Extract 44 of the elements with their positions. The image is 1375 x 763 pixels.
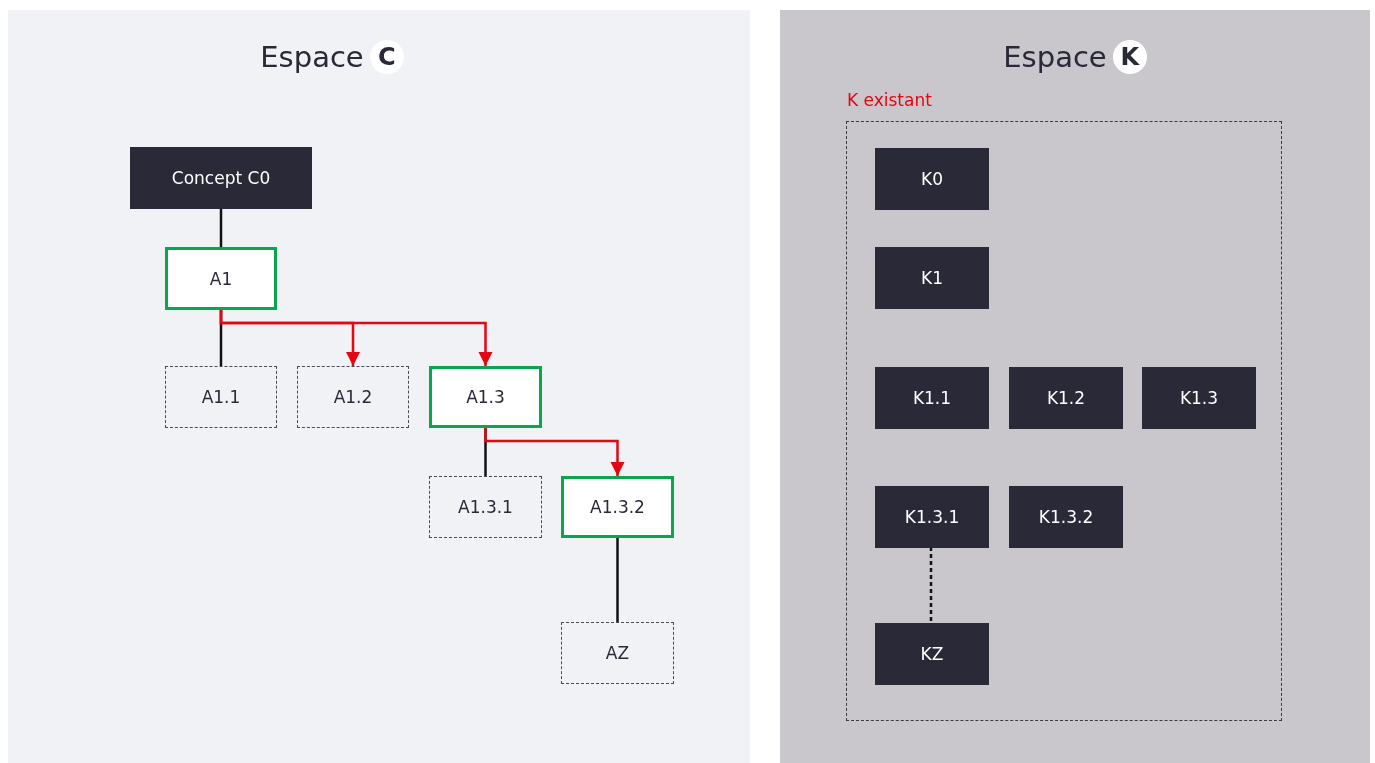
letter-badge: C	[369, 40, 404, 74]
node-label: K1.2	[1046, 388, 1086, 408]
connector-line	[219, 209, 223, 247]
node-label: AZ	[605, 643, 630, 663]
node-label: A1.2	[333, 387, 373, 407]
group-label: K existant	[847, 90, 932, 110]
connector-line	[929, 547, 933, 622]
knowledge-box	[875, 486, 989, 548]
arrow	[484, 428, 625, 476]
concept-box	[165, 247, 277, 310]
node-label: A1.3.2	[590, 497, 645, 517]
node-label: KZ	[920, 644, 944, 664]
node-label: Concept C0	[171, 168, 271, 188]
node-label: A1	[209, 268, 233, 289]
knowledge-box	[875, 247, 989, 309]
knowledge-box	[1009, 367, 1123, 429]
arrow	[219, 310, 493, 366]
letter-badge: K	[1112, 40, 1147, 74]
knowledge-box	[1142, 367, 1256, 429]
concept-box	[297, 366, 409, 428]
concept-box	[561, 476, 674, 538]
connector-line	[616, 538, 619, 622]
node-label: K1.3	[1179, 388, 1219, 408]
panel-title: Espace	[260, 40, 364, 74]
node-label: K0	[921, 169, 943, 189]
knowledge-box	[130, 147, 312, 209]
concept-box	[429, 476, 542, 538]
space-panel	[8, 10, 750, 763]
concept-box	[561, 622, 674, 684]
node-label: A1.1	[201, 387, 241, 407]
space-panel	[780, 10, 1370, 763]
node-label: A1.3.1	[458, 497, 513, 517]
panel-title: Espace	[1003, 40, 1107, 74]
node-label: K1.3.1	[904, 507, 960, 527]
knowledge-box	[875, 148, 989, 210]
knowledge-box	[875, 623, 989, 685]
knowledge-box	[1009, 486, 1123, 548]
node-label: K1.1	[912, 388, 952, 408]
node-label: A1.3	[466, 387, 505, 407]
node-label: K1	[921, 268, 943, 288]
knowledge-box	[875, 367, 989, 429]
concept-box	[165, 366, 277, 428]
concept-box	[429, 366, 542, 428]
node-label: K1.3.2	[1038, 507, 1094, 527]
